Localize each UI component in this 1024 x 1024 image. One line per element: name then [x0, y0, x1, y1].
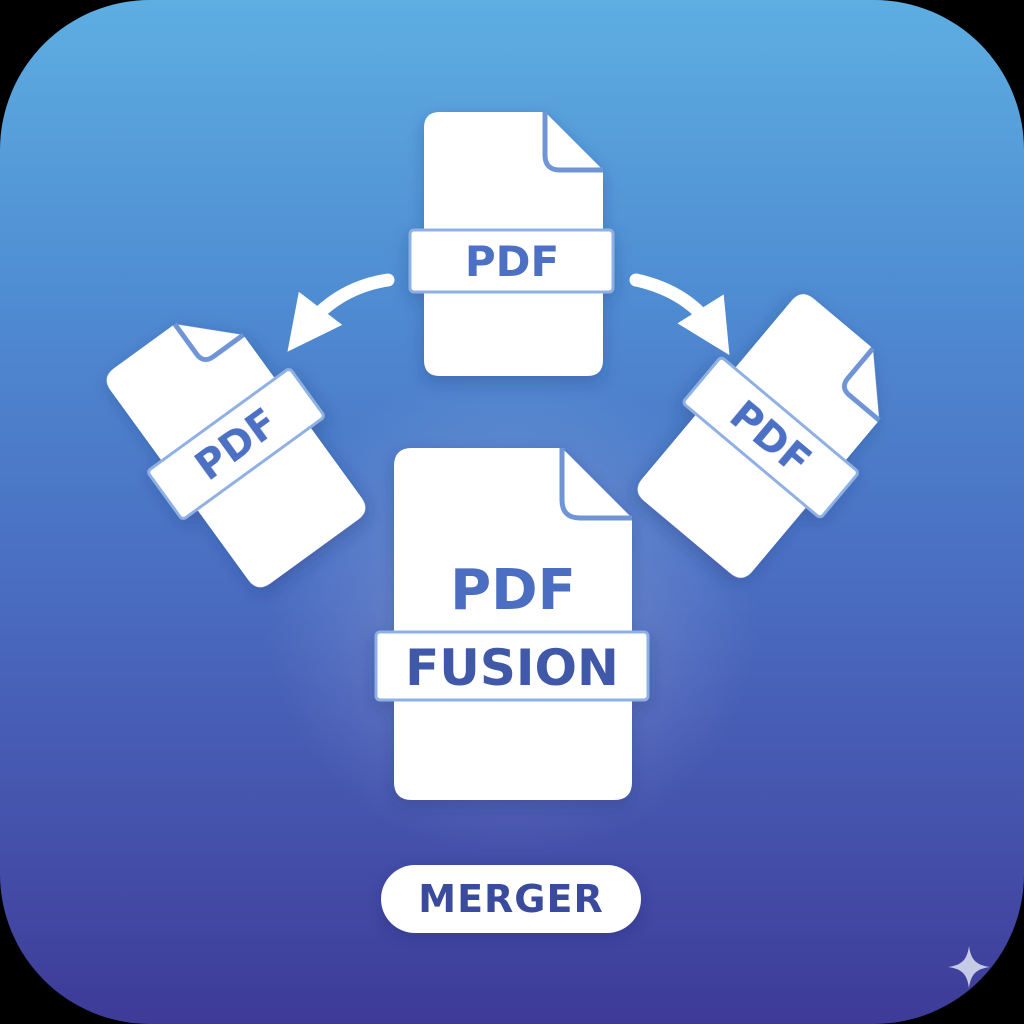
- pdf-file-icon-main: PDF FUSION: [374, 448, 650, 800]
- main-file-label-band: FUSION: [405, 639, 619, 697]
- curved-arrow-icon-right: [629, 273, 730, 356]
- pdf-file-icon-left: PDF: [106, 322, 366, 588]
- curved-arrow-icon-left: [287, 273, 395, 352]
- top-file-label: PDF: [465, 237, 559, 286]
- merger-badge-label: MERGER: [418, 877, 604, 921]
- pdf-file-icon-right: PDF: [637, 294, 881, 578]
- sparkle-icon: [948, 946, 990, 988]
- merger-badge: MERGER: [381, 865, 641, 933]
- pdf-file-icon-top: PDF: [408, 112, 615, 376]
- main-file-label-top: PDF: [450, 558, 576, 623]
